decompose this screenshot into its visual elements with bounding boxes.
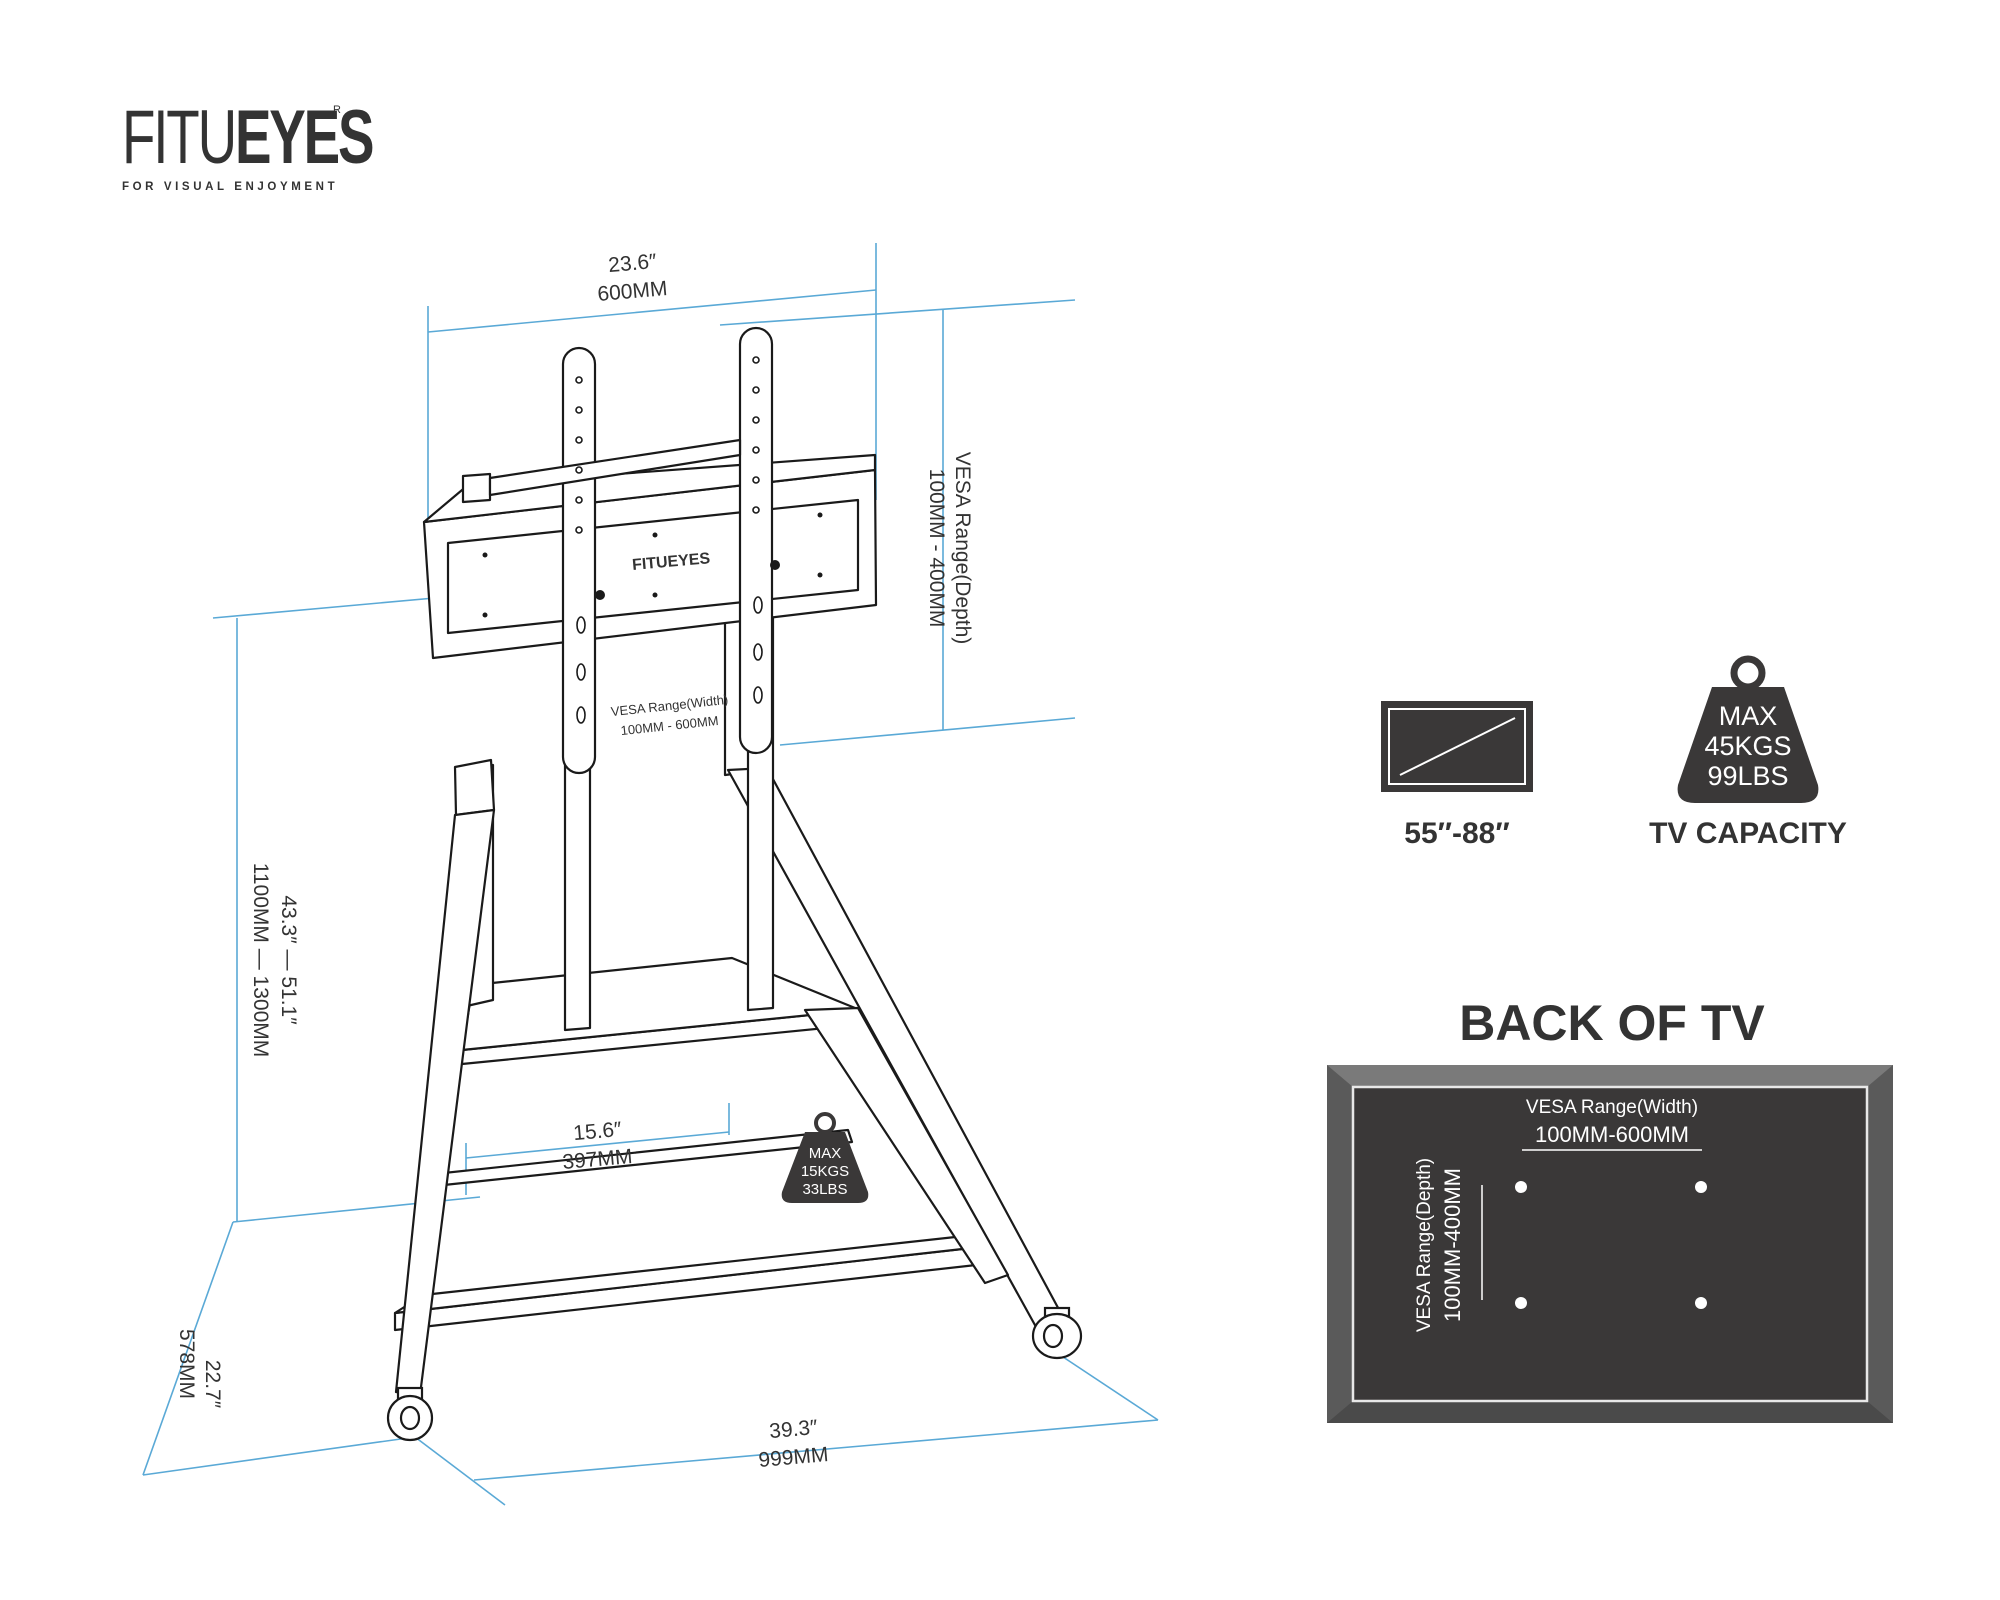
back-width-value: 100MM-600MM <box>1535 1122 1689 1147</box>
capacity-line1: MAX <box>1719 701 1778 731</box>
brand-logo: FITUEYES <box>122 100 374 176</box>
dim-base-depth-in: 22.7″ <box>201 1360 224 1409</box>
dim-top-width-in: 23.6″ <box>607 250 658 277</box>
dim-shelf-width-in: 15.6″ <box>572 1118 623 1145</box>
dim-top-width-mm: 600MM <box>597 277 669 306</box>
caster-wheel-left <box>386 1386 434 1442</box>
tv-size-icon <box>1381 701 1533 792</box>
vesa-hole-bl <box>1515 1297 1527 1309</box>
tv-capacity-label: TV CAPACITY <box>1649 817 1847 850</box>
caster-wheel-right <box>1031 1306 1083 1360</box>
registered-mark: R <box>333 104 341 116</box>
logo-text-bold: EYES <box>234 95 375 180</box>
dim-shelf-width-mm: 397MM <box>562 1145 634 1174</box>
stand-frame <box>393 326 1072 1397</box>
back-width-label: VESA Range(Width) <box>1526 1097 1698 1118</box>
back-of-tv-title: BACK OF TV <box>1459 995 1765 1051</box>
vesa-hole-tr <box>1695 1181 1707 1193</box>
dimension-lines <box>142 243 1159 1506</box>
logo-text-thin: FITU <box>122 95 237 180</box>
shelf-weight-line3: 33LBS <box>802 1181 847 1198</box>
shelf-weight-line2: 15KGS <box>801 1163 849 1180</box>
vesa-hole-tl <box>1515 1181 1527 1193</box>
back-depth-value: 100MM-400MM <box>1440 1168 1465 1322</box>
dim-height-mm: 1100MM — 1300MM <box>249 863 272 1058</box>
back-depth-label: VESA Range(Depth) <box>1414 1158 1435 1332</box>
tv-size-range: 55″-88″ <box>1404 817 1509 850</box>
shelf-weight-icon: MAX 15KGS 33LBS <box>781 1112 869 1203</box>
back-of-tv-panel <box>1327 1065 1893 1423</box>
plate-logo: FITUEYES <box>631 550 711 574</box>
dim-vesa-depth-value: 100MM - 400MM <box>925 469 948 628</box>
dim-base-depth-mm: 578MM <box>175 1329 198 1399</box>
bracket-holes <box>575 356 763 724</box>
dim-vesa-depth-label: VESA Range(Depth) <box>951 452 974 645</box>
tv-capacity-weight-icon: MAX 45KGS 99LBS <box>1677 655 1819 803</box>
dim-height-in: 43.3″ — 51.1″ <box>277 895 300 1025</box>
capacity-line2: 45KGS <box>1704 731 1791 761</box>
plate-dots <box>482 512 823 618</box>
dim-base-width-mm: 999MM <box>758 1443 830 1472</box>
vesa-hole-br <box>1695 1297 1707 1309</box>
shelf-weight-line1: MAX <box>809 1145 842 1162</box>
dim-base-width-in: 39.3″ <box>768 1416 819 1443</box>
capacity-line3: 99LBS <box>1707 761 1788 791</box>
brand-tagline: FOR VISUAL ENJOYMENT <box>122 181 339 193</box>
